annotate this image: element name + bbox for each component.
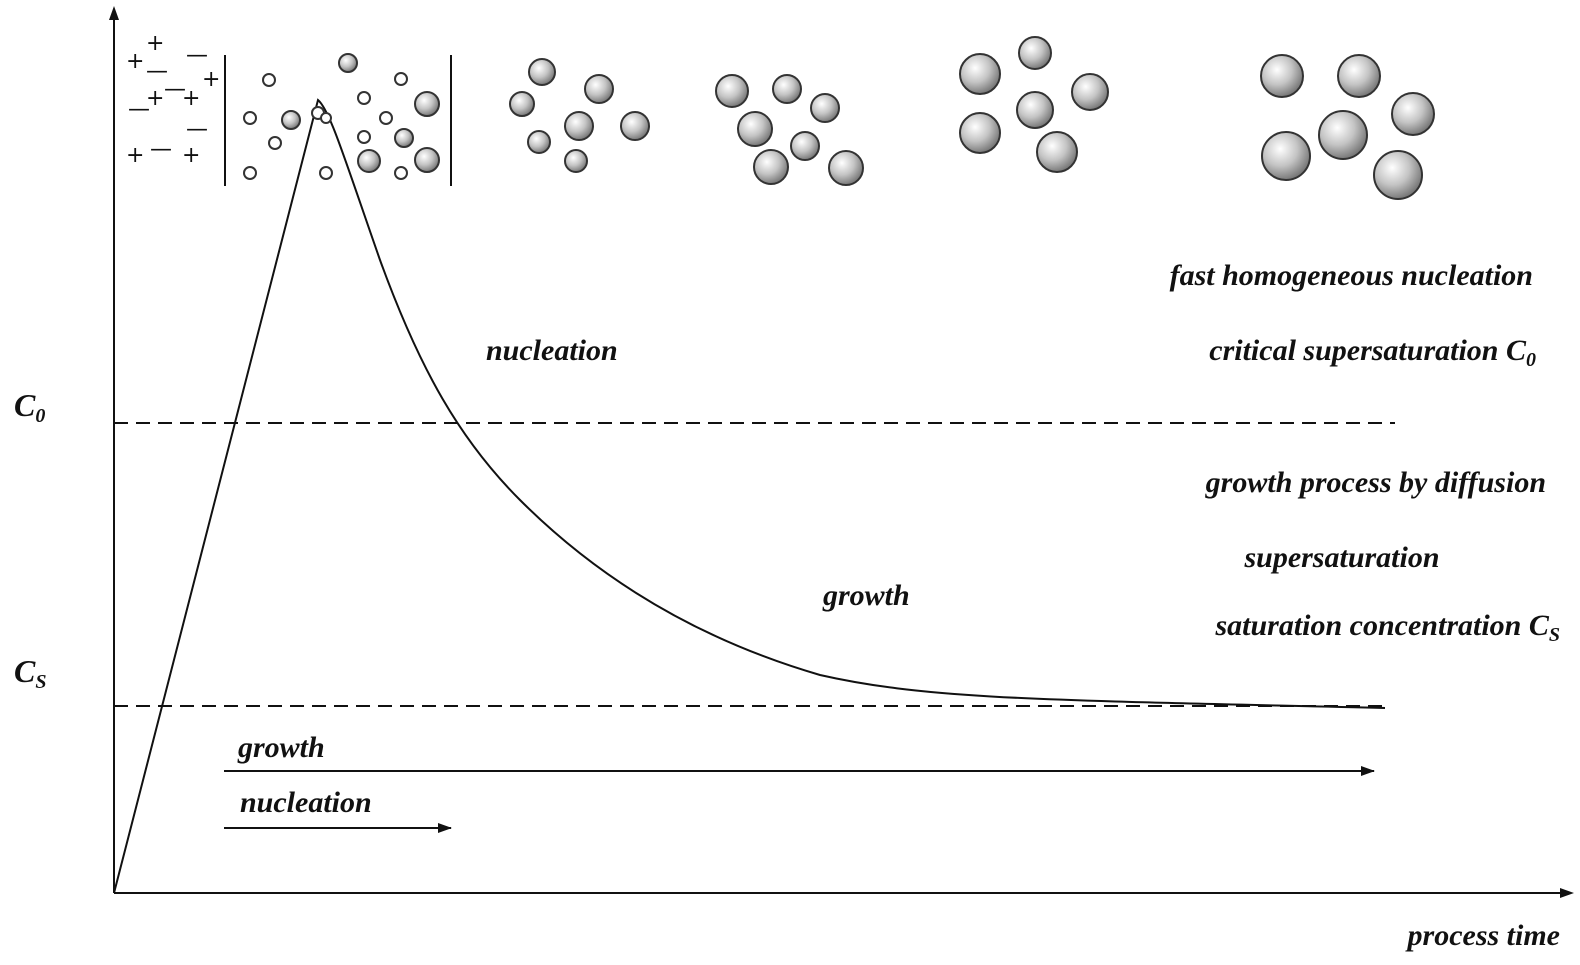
particle-sphere-icon <box>737 111 773 147</box>
growth-region-label: growth <box>822 579 910 612</box>
growth-timeline-label: growth <box>237 731 325 764</box>
particle-sphere-icon <box>1337 54 1381 98</box>
particle-sphere-icon <box>1391 92 1435 136</box>
particle-group-1 <box>509 58 650 173</box>
ion-plus-icon: + <box>182 86 200 111</box>
x-axis-label: process time <box>1405 919 1560 952</box>
saturation-concentration-label: saturation concentration CS <box>1214 609 1560 646</box>
particle-group-4 <box>1260 54 1435 200</box>
particle-sphere-icon <box>810 93 840 123</box>
ion-plus-icon: + <box>146 31 164 56</box>
particle-sphere-icon <box>1373 150 1423 200</box>
y-axis-arrow-icon <box>109 6 119 20</box>
nucleus-icon <box>320 112 332 124</box>
critical-supersaturation-label: critical supersaturation C0 <box>1209 334 1536 371</box>
particle-sphere-icon <box>528 58 556 86</box>
nucleus-icon <box>262 73 276 87</box>
ion-minus-icon: — <box>150 137 172 162</box>
ion-cluster: + — + — + — + + — — + — + <box>126 31 220 168</box>
particle-sphere-icon <box>715 74 749 108</box>
particle-sphere-icon <box>509 91 535 117</box>
nucleus-icon <box>414 91 440 117</box>
particle-sphere-icon <box>772 74 802 104</box>
particle-sphere-icon <box>959 112 1001 154</box>
ion-plus-icon: + <box>182 143 200 168</box>
ion-minus-icon: — <box>164 77 186 102</box>
nucleus-icon <box>357 130 371 144</box>
ion-minus-icon: — <box>146 59 168 84</box>
particle-sphere-icon <box>584 74 614 104</box>
nucleation-timeline-label: nucleation <box>240 786 372 819</box>
cs-axis-label: CS <box>14 653 46 693</box>
particle-sphere-icon <box>564 149 588 173</box>
ion-minus-icon: — <box>186 43 208 68</box>
particle-sphere-icon <box>1018 36 1052 70</box>
particle-sphere-icon <box>1318 110 1368 160</box>
x-axis-arrow-icon <box>1560 888 1574 898</box>
nucleus-icon <box>379 111 393 125</box>
nucleus-icon <box>338 53 358 73</box>
particle-sphere-icon <box>620 111 650 141</box>
particle-sphere-icon <box>1016 91 1054 129</box>
nucleus-icon <box>281 110 301 130</box>
nucleus-icon <box>414 147 440 173</box>
particle-sphere-icon <box>753 149 789 185</box>
nucleus-icon <box>319 166 333 180</box>
nucleus-icon <box>394 72 408 86</box>
supersaturation-label: supersaturation <box>1243 541 1439 574</box>
particle-sphere-icon <box>828 150 864 186</box>
growth-by-diffusion-label: growth process by diffusion <box>1205 466 1546 499</box>
concentration-curve <box>113 98 1386 894</box>
particle-sphere-icon <box>1261 131 1311 181</box>
nucleus-icon <box>243 111 257 125</box>
fast-nucleation-label: fast homogeneous nucleation <box>1170 259 1533 292</box>
c0-axis-label: C0 <box>14 387 45 427</box>
nucleus-icon <box>268 136 282 150</box>
ion-plus-icon: + <box>146 86 164 111</box>
particle-sphere-icon <box>1071 73 1109 111</box>
nucleus-icon <box>394 166 408 180</box>
particle-sphere-icon <box>1036 131 1078 173</box>
nucleation-region-label: nucleation <box>486 334 618 367</box>
ion-minus-icon: — <box>186 117 208 142</box>
nucleus-icon <box>394 128 414 148</box>
particle-group-2 <box>715 74 864 186</box>
nucleus-icon <box>243 166 257 180</box>
particle-sphere-icon <box>527 130 551 154</box>
ion-plus-icon: + <box>202 67 220 92</box>
ion-plus-icon: + <box>126 143 144 168</box>
particle-group-3 <box>959 36 1109 173</box>
particle-sphere-icon <box>1260 54 1304 98</box>
particle-sphere-icon <box>959 53 1001 95</box>
nucleus-icon <box>357 149 381 173</box>
ion-minus-icon: — <box>128 97 150 122</box>
particle-sphere-icon <box>790 131 820 161</box>
nuclei-cluster <box>243 53 440 180</box>
particle-sphere-icon <box>564 111 594 141</box>
ion-plus-icon: + <box>126 49 144 74</box>
nucleus-icon <box>357 91 371 105</box>
